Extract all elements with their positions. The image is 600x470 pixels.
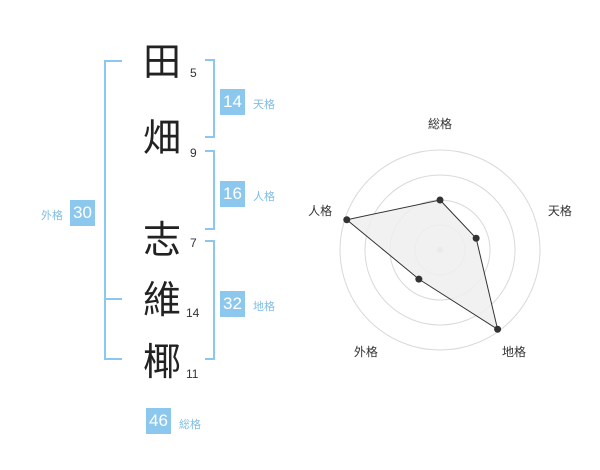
chikaku-bracket-bottom [205, 358, 215, 360]
stroke-count-4: 14 [186, 306, 200, 320]
chikaku-bracket-top [205, 240, 215, 242]
jinkaku-label: 人格 [253, 190, 275, 203]
chikaku-value: 32 [220, 291, 245, 317]
jinkaku-bracket-bottom [205, 228, 215, 230]
radar-ring [364, 174, 516, 326]
radar-axis-label-1: 総格 [428, 116, 452, 131]
name-char-4: 維 [142, 278, 181, 322]
radar-point-4 [415, 275, 423, 283]
jinkaku-bracket-top [205, 150, 215, 152]
radar-point-3 [494, 325, 502, 333]
name-char-5: 椰 [142, 340, 181, 384]
tenkaku-bracket-vertical [213, 59, 215, 138]
tenkaku-bracket-top [205, 59, 215, 61]
radar-point-5 [343, 216, 351, 224]
chikaku-label: 地格 [253, 300, 275, 313]
gaikaku-bracket-mid [104, 298, 122, 300]
radar-axis-label-3: 地格 [502, 344, 526, 359]
name-char-1: 田 [142, 40, 181, 84]
jinkaku-value: 16 [220, 181, 245, 207]
radar-point-2 [472, 234, 480, 242]
radar-series-area [345, 199, 499, 331]
tenkaku-value: 14 [220, 89, 245, 115]
soukaku-value: 46 [146, 408, 171, 434]
tenkaku-bracket-bottom [205, 136, 215, 138]
jinkaku-bracket-vertical [213, 150, 215, 230]
gaikaku-bracket-top [104, 60, 122, 62]
soukaku-label: 総格 [179, 418, 201, 431]
gaikaku-bracket-bottom [104, 358, 122, 360]
stroke-count-5: 11 [186, 367, 199, 381]
stroke-count-2: 9 [190, 146, 197, 160]
tenkaku-label: 天格 [253, 98, 275, 111]
gaikaku-bracket-vertical [104, 60, 106, 360]
name-char-2: 畑 [142, 116, 181, 160]
radar-axis-label-5: 人格 [308, 203, 332, 218]
stroke-count-3: 7 [190, 236, 197, 250]
name-char-3: 志 [142, 218, 181, 262]
gaikaku-label: 外格 [41, 209, 63, 222]
stroke-count-1: 5 [190, 66, 197, 80]
radar-axis-label-2: 天格 [548, 203, 572, 218]
gaikaku-value: 30 [70, 200, 95, 226]
radar-point-1 [436, 196, 444, 204]
chikaku-bracket-vertical [213, 240, 215, 360]
radar-ring [339, 149, 541, 351]
radar-axis-label-4: 外格 [354, 344, 378, 359]
